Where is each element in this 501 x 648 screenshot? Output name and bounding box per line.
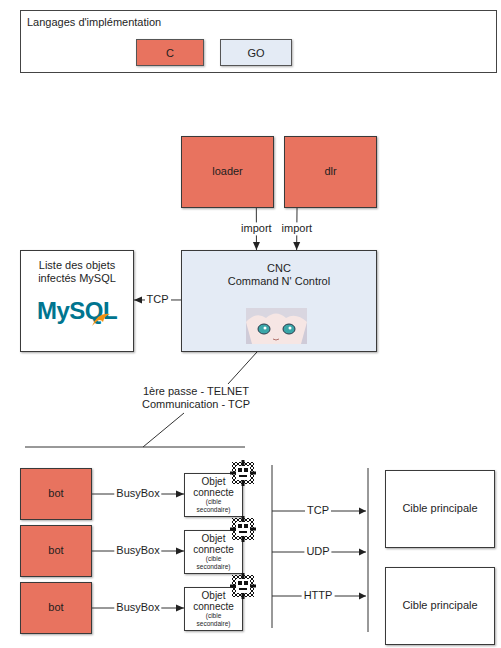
bus-line: [228, 352, 257, 384]
mysql-dolphin: [92, 314, 110, 326]
box-sublabel: (cible secondaire): [189, 612, 238, 626]
bot-box: bot: [20, 468, 92, 520]
virus-icon: [230, 460, 256, 486]
box-label: dlr: [324, 165, 336, 178]
bus-bar: [368, 468, 369, 632]
module-box: dlr: [284, 136, 377, 208]
server-box: CNCCommand N' Control: [181, 250, 377, 352]
box-label: CNC: [267, 262, 291, 275]
box-label: Objet connecte: [189, 591, 238, 612]
arrow-head: [253, 242, 260, 250]
bus-line: [143, 413, 184, 447]
bus-bar: [272, 465, 273, 628]
arrow-head: [176, 548, 184, 555]
box-label: Objet connecte: [189, 534, 238, 555]
legend-text: C: [166, 47, 174, 59]
box-sublabel: Command N' Control: [228, 275, 330, 288]
connector-label: import: [280, 222, 315, 235]
box-label: bot: [48, 601, 63, 614]
box-label: Liste des objets infectés MySQL: [25, 259, 129, 285]
mascot-face: [246, 308, 307, 344]
virus-icon: [230, 516, 256, 542]
protocol-label: TCP: [305, 504, 331, 517]
box-sublabel: MySQL: [37, 297, 117, 325]
box-label: loader: [212, 165, 243, 178]
protocol-label: UDP: [304, 545, 331, 558]
box-sublabel: (cible secondaire): [189, 555, 238, 569]
arrow-head: [134, 296, 142, 303]
arrow-head: [176, 605, 184, 612]
box-label: bot: [48, 487, 63, 500]
connector-label: BusyBox: [114, 544, 161, 557]
device-box: Objet connecte(cible secondaire): [184, 587, 243, 631]
target-box: Cible principale: [385, 470, 495, 548]
arrow-head: [176, 491, 184, 498]
protocol-label: HTTP: [302, 589, 335, 602]
legend-swatch: GO: [220, 39, 292, 66]
arrow-head: [293, 242, 300, 250]
database-box: Liste des objets infectés MySQL MySQL: [20, 250, 134, 352]
device-box: Objet connecte(cible secondaire): [184, 473, 243, 517]
device-box: Objet connecte(cible secondaire): [184, 530, 243, 574]
connector-label: BusyBox: [114, 601, 161, 614]
module-box: loader: [181, 136, 274, 208]
legend-text: GO: [247, 47, 264, 59]
connector-label: BusyBox: [114, 487, 161, 500]
target-box: Cible principale: [385, 567, 495, 645]
box-sublabel: (cible secondaire): [189, 498, 238, 512]
legend-title: Langages d'implémentation: [27, 16, 161, 29]
box-label: Objet connecte: [189, 477, 238, 498]
box-label: bot: [48, 544, 63, 557]
bus-bar: [25, 447, 245, 448]
box-label: Cible principale: [402, 599, 477, 612]
virus-icon: [230, 573, 256, 599]
legend-swatch: C: [136, 39, 204, 66]
bot-box: bot: [20, 525, 92, 577]
box-label: Cible principale: [402, 502, 477, 515]
connector-label: TCP: [145, 293, 171, 306]
connector-label: import: [239, 222, 274, 235]
bot-box: bot: [20, 582, 92, 634]
legend-frame: [21, 11, 497, 73]
bus-label: 1ère passe - TELNET Communication - TCP: [137, 385, 255, 411]
